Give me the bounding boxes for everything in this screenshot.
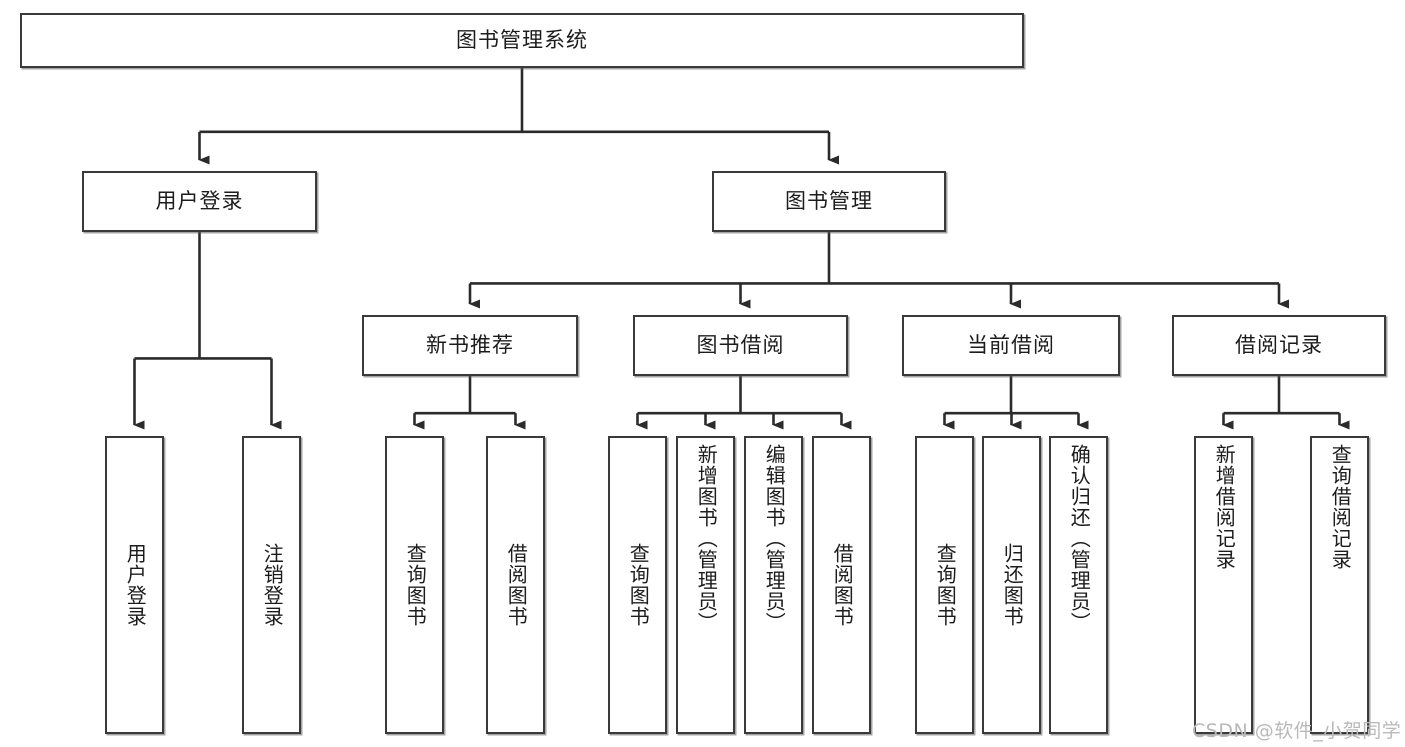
node-leaf-return-book[interactable]: 归还图书 [982, 436, 1041, 734]
node-leaf-borrow-book-bb[interactable]: 借阅图书 [812, 436, 871, 734]
node-label: 图书借阅 [696, 332, 785, 357]
node-user-login[interactable]: 用户登录 [82, 171, 317, 232]
node-label: 图书管理 [785, 188, 873, 213]
node-leaf-add-book[interactable]: 新增图书（管理员） [676, 436, 735, 734]
node-label: 图书管理系统 [456, 27, 588, 52]
node-label: 查询借阅记录 [1328, 444, 1353, 570]
node-root[interactable]: 图书管理系统 [20, 13, 1024, 68]
node-label: 查询图书 [626, 543, 651, 627]
node-label: 新增借阅记录 [1212, 444, 1237, 570]
node-label: 借阅图书 [830, 543, 855, 627]
node-label: 查询图书 [403, 543, 428, 627]
csdn-watermark: CSDN @软件_小贺同学 [1192, 720, 1402, 742]
node-leaf-logout[interactable]: 注销登录 [242, 436, 301, 734]
node-label: 新增图书（管理员） [694, 444, 719, 633]
node-borrow-record[interactable]: 借阅记录 [1172, 315, 1386, 376]
node-label: 归还图书 [1000, 543, 1025, 627]
node-label: 借阅记录 [1235, 332, 1323, 357]
node-label: 确认归还（管理员） [1067, 444, 1092, 633]
node-label: 用户登录 [155, 188, 244, 213]
node-leaf-user-login[interactable]: 用户登录 [105, 436, 164, 734]
node-leaf-query-book-bb[interactable]: 查询图书 [608, 436, 667, 734]
node-current-borrow[interactable]: 当前借阅 [902, 315, 1120, 376]
node-leaf-query-book-rec[interactable]: 查询图书 [385, 436, 444, 734]
node-label: 新书推荐 [426, 332, 514, 357]
node-label: 当前借阅 [967, 332, 1055, 357]
node-label: 借阅图书 [504, 543, 529, 627]
node-new-book-rec[interactable]: 新书推荐 [362, 315, 578, 376]
node-leaf-query-book-cb[interactable]: 查询图书 [915, 436, 974, 734]
node-leaf-add-record[interactable]: 新增借阅记录 [1194, 436, 1253, 734]
node-label: 编辑图书（管理员） [762, 444, 787, 633]
node-book-manage[interactable]: 图书管理 [712, 171, 946, 232]
node-leaf-borrow-book-rec[interactable]: 借阅图书 [486, 436, 545, 734]
node-label: 查询图书 [933, 543, 958, 627]
node-book-borrow[interactable]: 图书借阅 [633, 315, 848, 376]
node-label: 注销登录 [260, 543, 285, 627]
node-leaf-edit-book[interactable]: 编辑图书（管理员） [744, 436, 803, 734]
node-label: 用户登录 [123, 543, 148, 627]
node-leaf-query-record[interactable]: 查询借阅记录 [1310, 436, 1369, 734]
node-leaf-confirm-return[interactable]: 确认归还（管理员） [1049, 436, 1108, 734]
